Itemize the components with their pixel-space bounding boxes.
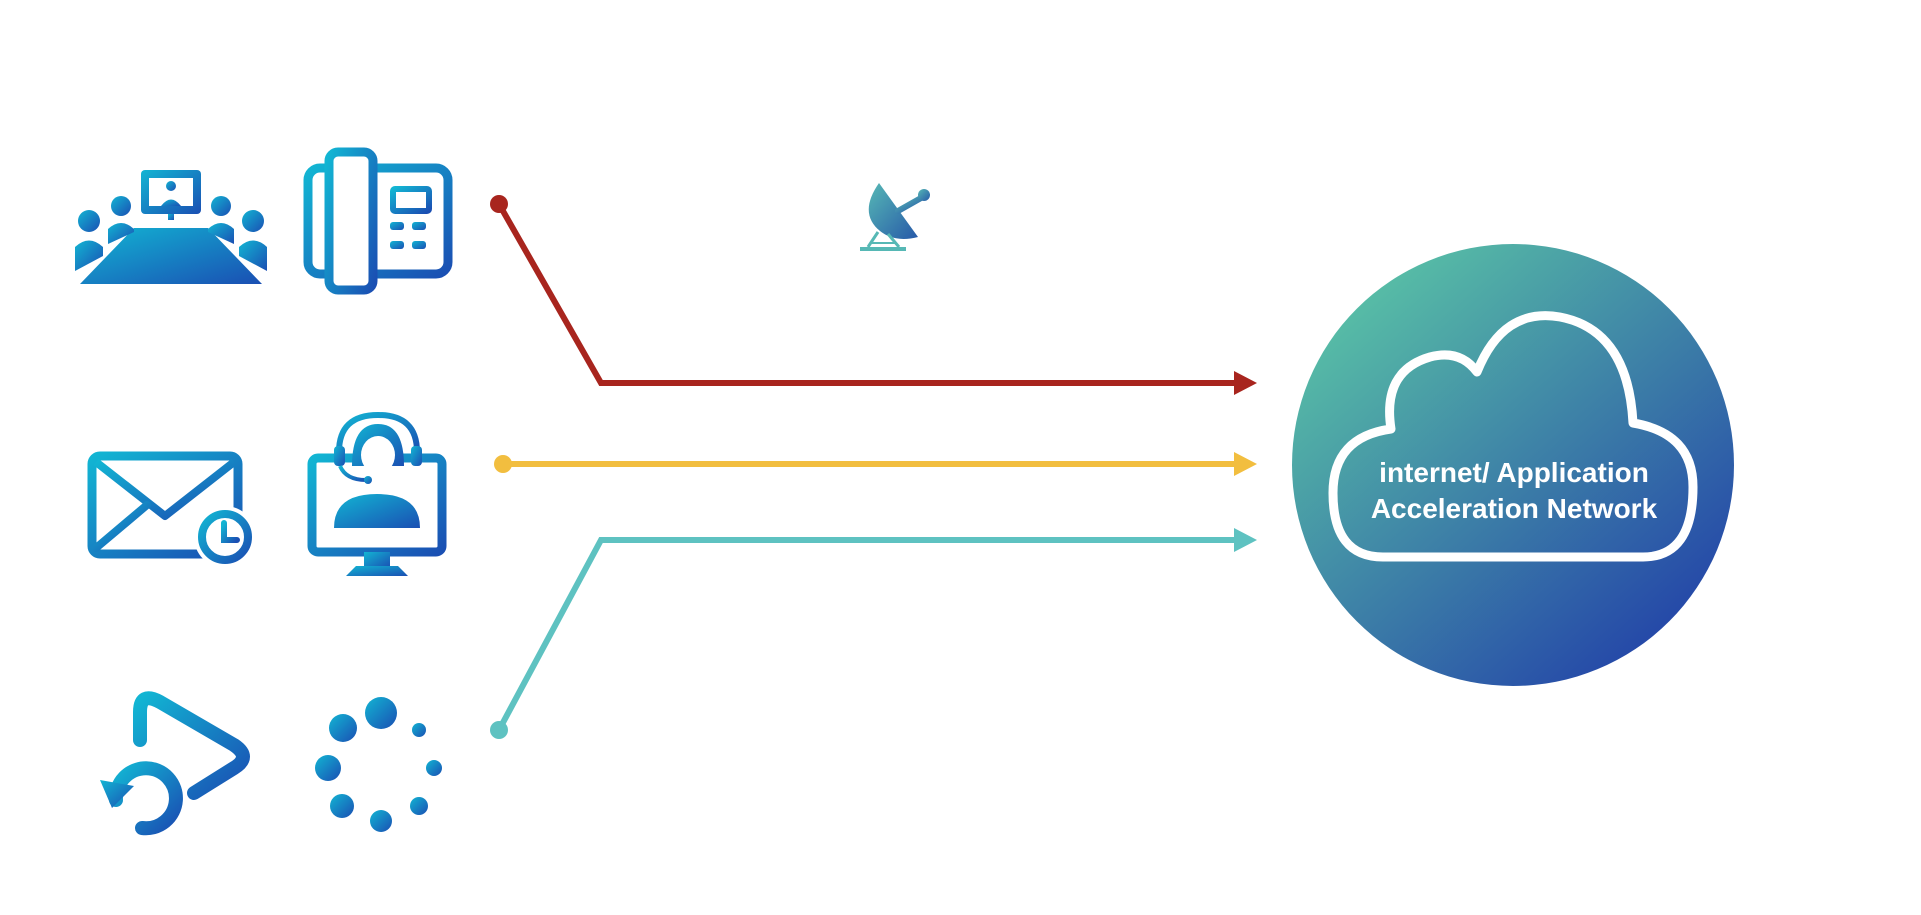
red-link	[490, 195, 1257, 395]
red-link-arrowhead	[1234, 371, 1257, 395]
video-replay-icon	[100, 691, 250, 836]
loading-spinner-icon	[315, 697, 442, 832]
destination-label-line1: internet/ Application	[1379, 457, 1649, 488]
teal-link-arrowhead	[1234, 528, 1257, 552]
destination-label-line2: Acceleration Network	[1371, 493, 1658, 524]
destination-circle	[1292, 244, 1734, 686]
video-conference-icon	[75, 170, 267, 284]
yellow-link-arrowhead	[1234, 452, 1257, 476]
desk-phone-icon	[303, 147, 453, 295]
yellow-link	[494, 452, 1257, 476]
cloud-icon	[1328, 311, 1698, 562]
scheduled-email-icon	[87, 451, 256, 568]
teal-link	[490, 528, 1257, 739]
satellite-dish-icon	[860, 183, 930, 251]
support-agent-icon	[307, 411, 447, 576]
destination-cloud-node: internet/ Application Acceleration Netwo…	[1292, 244, 1734, 686]
